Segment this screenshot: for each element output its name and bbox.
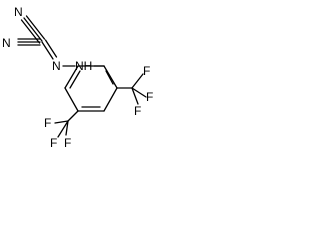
nitrile-bond-1b [25, 15, 46, 40]
nitrile-bond-1a [23, 17, 43, 42]
cf3-left-f-bond-3 [57, 120, 69, 138]
atom-label-nitrile-n-left: N [2, 36, 11, 50]
imine-double-bond-a [41, 41, 54, 60]
ring-bond-1 [103, 65, 118, 89]
trifluoromethyl-group-right [116, 73, 147, 105]
benzene-ring [64, 65, 118, 112]
ring-bond-2 [103, 87, 118, 112]
cf3-left-f-bond-1 [65, 120, 69, 136]
cf3-right-f-bond-3 [131, 87, 139, 105]
atom-label-nh: NH [75, 59, 92, 73]
atom-label-fluorine-left-lower: F [64, 136, 71, 149]
imine-double-bond-b [44, 39, 58, 58]
atom-label-fluorine-right-side: F [146, 90, 153, 104]
ring-inner-double-1 [105, 70, 114, 85]
cf3-left-attach-bond [67, 110, 79, 122]
dicyano-group [17, 15, 58, 60]
chemical-structure-diagram: N N N NH F F F F F F [2, 5, 153, 149]
cf3-right-f-bond-2 [131, 87, 147, 98]
atom-label-fluorine-left-side: F [44, 116, 51, 130]
trifluoromethyl-group-left [54, 110, 79, 138]
cf3-right-f-bond-1 [131, 73, 144, 89]
atom-label-fluorine-right-top: F [143, 64, 150, 78]
ring-bond-5 [64, 65, 79, 89]
atom-label-imine-n: N [52, 59, 61, 73]
ring-bond-4 [64, 87, 79, 112]
atom-label-fluorine-left-bottom: F [50, 136, 57, 149]
atom-label-nitrile-n-top: N [14, 5, 23, 19]
ring-inner-double-3 [69, 70, 81, 89]
cf3-left-f-bond-2 [54, 120, 69, 124]
atom-label-fluorine-right-bottom: F [134, 104, 141, 118]
